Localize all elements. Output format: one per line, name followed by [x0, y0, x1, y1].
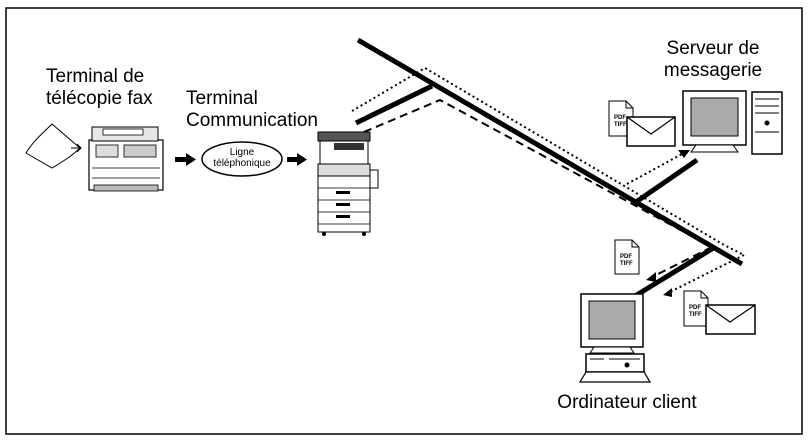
arrow-line-to-mfp: [287, 153, 307, 166]
doc-label-pdf: PDF: [689, 305, 701, 311]
phone-line-label-2: téléphonique: [213, 158, 271, 169]
doc-label-pdf: PDF: [620, 254, 632, 260]
doc-label-tiff: TIFF: [614, 122, 627, 128]
client-computer-label: Ordinateur client: [557, 392, 697, 413]
arrow-fax-to-line: [175, 153, 196, 166]
fax-terminal-label-1: Terminal de: [46, 66, 144, 87]
route-arrowhead-client-dotted: [663, 288, 672, 297]
client-computer-icon: [578, 293, 652, 383]
comm-terminal-label-1: Terminal: [186, 88, 258, 109]
fax-terminal-label-2: télécopie fax: [46, 88, 153, 109]
doc-label-tiff: TIFF: [689, 312, 702, 318]
pdf-tiff-document-icon: PDF TIFF: [683, 290, 709, 327]
comm-terminal-label-2: Communication: [186, 110, 318, 131]
arrow-icon: [71, 143, 82, 153]
mfp-printer-icon: [317, 131, 379, 236]
fax-machine-icon: [88, 126, 164, 192]
envelope-icon: [705, 304, 756, 335]
dotted-route: [351, 66, 745, 294]
phone-line-label-1: Ligne: [230, 147, 255, 158]
network-backbone: [354, 37, 744, 299]
mail-server-label-2: messagerie: [664, 60, 762, 81]
envelope-icon: [626, 116, 676, 147]
mail-server-label-1: Serveur de: [667, 38, 760, 59]
route-arrowhead-server: [678, 150, 690, 158]
phone-line-bubble: [201, 141, 283, 177]
route-arrowhead-client-dashed: [646, 272, 656, 282]
server-computer-icon: [682, 90, 783, 155]
dashed-route: [351, 98, 713, 279]
doc-label-tiff: TIFF: [620, 261, 633, 267]
doc-label-pdf: PDF: [614, 115, 626, 121]
pdf-tiff-document-icon: PDF TIFF: [614, 239, 640, 275]
